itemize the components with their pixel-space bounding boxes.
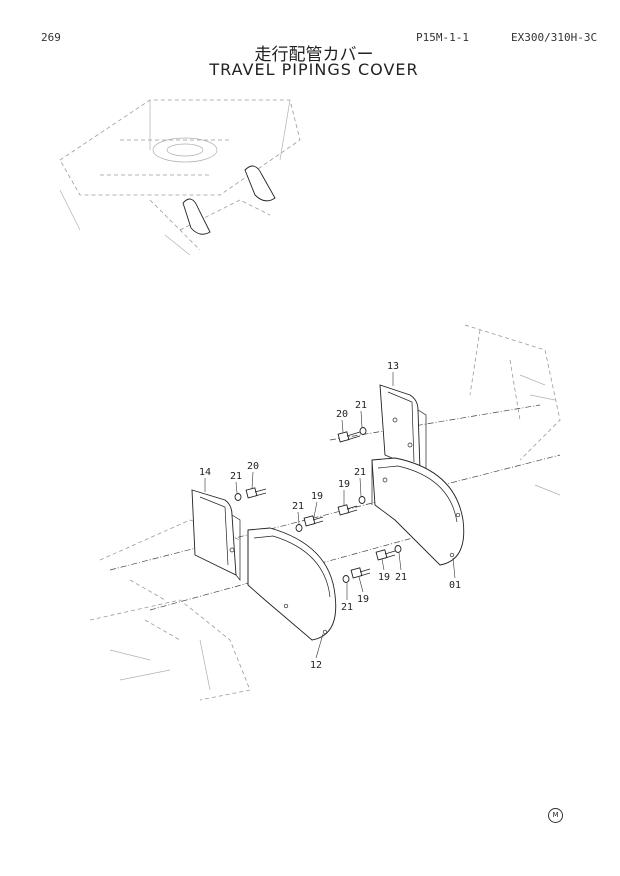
title-english: TRAVEL PIPINGS COVER xyxy=(209,60,419,79)
callout-21-mid: 21 xyxy=(354,467,366,478)
washer-21-right xyxy=(394,545,402,553)
bolt-19-mid xyxy=(337,504,358,516)
bolt-20-upper xyxy=(337,431,361,443)
callout-21-right: 21 xyxy=(395,572,407,583)
overview-sketch xyxy=(59,99,301,256)
part-13-bracket xyxy=(379,384,427,476)
callout-19-right: 19 xyxy=(378,572,390,583)
callout-20-upper: 20 xyxy=(336,409,348,420)
bolt-20-left xyxy=(245,487,267,499)
axis-line-mid xyxy=(149,524,461,611)
callout-12: 12 xyxy=(310,660,322,671)
part-12-cover xyxy=(247,527,337,641)
bolt-19-center xyxy=(303,515,324,527)
washer-21-left xyxy=(234,493,242,501)
washer-21-mid xyxy=(358,496,366,504)
title-japanese: 走行配管カバー xyxy=(254,45,374,65)
callout-13: 13 xyxy=(387,361,399,372)
model-code: EX300/310H-3C xyxy=(511,31,598,44)
callout-19-mid: 19 xyxy=(338,479,350,490)
cover-highlight-right xyxy=(244,165,276,202)
bolt-19-right xyxy=(375,549,396,561)
part-01-cover xyxy=(371,457,465,566)
page-number: 269 xyxy=(41,31,61,44)
callout-19-center: 19 xyxy=(311,491,323,502)
frame-ghost xyxy=(89,324,561,701)
washer-21-lower xyxy=(342,575,350,583)
washer-21-upper xyxy=(359,427,367,435)
part-14-bracket xyxy=(191,489,241,581)
sheet-mark: M xyxy=(548,808,563,823)
callout-01: 01 xyxy=(449,580,461,591)
callout-labels: 13 20 21 14 21 20 21 19 19 21 19 21 01 2… xyxy=(199,361,461,671)
callout-19-lower: 19 xyxy=(357,594,369,605)
leader-lines xyxy=(204,372,456,659)
washer-21-center xyxy=(295,524,303,532)
cover-highlight-left xyxy=(182,198,211,235)
page-code: P15M-1-1 xyxy=(416,31,469,44)
callout-14: 14 xyxy=(199,467,211,478)
axis-line-lower xyxy=(109,454,561,571)
callout-21-lower: 21 xyxy=(341,602,353,613)
callout-20-left: 20 xyxy=(247,461,259,472)
callout-21-center: 21 xyxy=(292,501,304,512)
callout-21-left: 21 xyxy=(230,471,242,482)
callout-21-upper: 21 xyxy=(355,400,367,411)
bolt-19-lower xyxy=(350,567,371,579)
